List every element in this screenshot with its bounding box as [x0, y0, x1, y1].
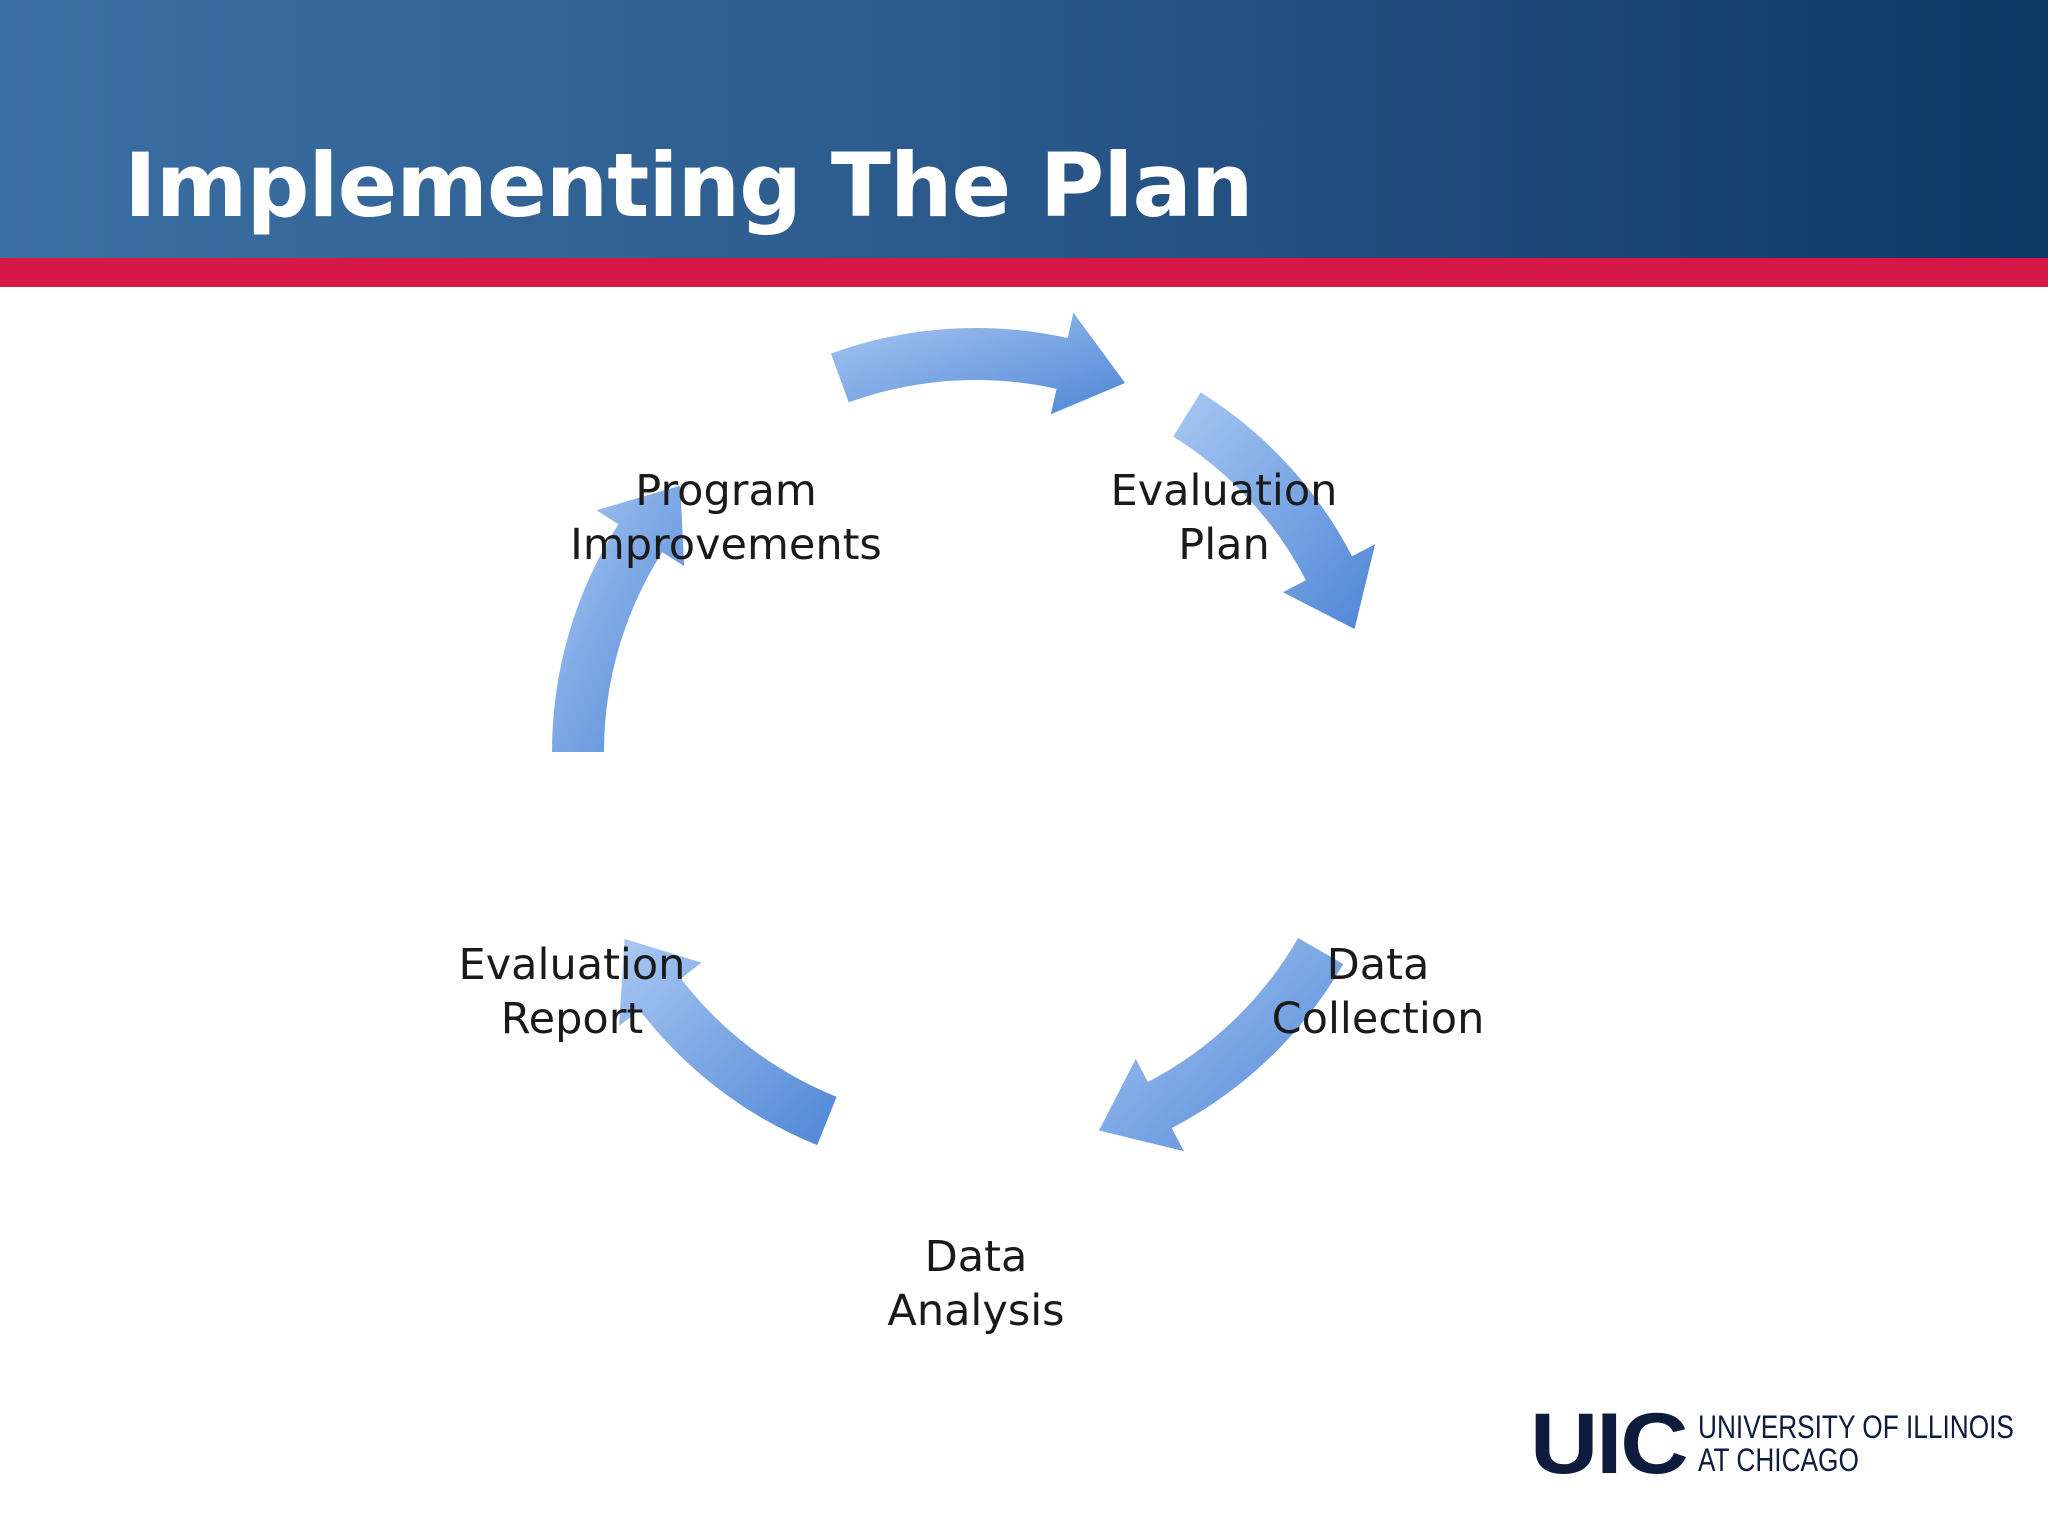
node-program-improvements-line-1: Program [635, 466, 817, 516]
node-program-improvements-line-2: Improvements [570, 520, 882, 570]
arrow-improvements-to-plan-icon [830, 312, 1126, 415]
uic-logo-wordmark: UNIVERSITY OF ILLINOIS AT CHICAGO [1698, 1411, 2014, 1477]
node-evaluation-plan-line-2: Plan [1178, 520, 1270, 570]
arrow-analysis-to-report-icon [618, 938, 837, 1146]
node-program-improvements: Program Improvements [570, 464, 882, 572]
arrow-collection-to-analysis-icon [1098, 938, 1344, 1152]
node-evaluation-report-line-2: Report [500, 994, 644, 1044]
node-data-collection-line-2: Collection [1271, 994, 1485, 1044]
uic-logo: UIC UNIVERSITY OF ILLINOIS AT CHICAGO [1530, 1396, 2048, 1492]
uic-logo-mark: UIC [1530, 1396, 1689, 1492]
cycle-arrows [552, 312, 1376, 1152]
node-data-analysis: Data Analysis [887, 1230, 1064, 1338]
node-data-collection: Data Collection [1272, 938, 1485, 1046]
uic-logo-line-1: UNIVERSITY OF ILLINOIS [1698, 1409, 2015, 1445]
uic-logo-line-2: AT CHICAGO [1698, 1442, 1859, 1478]
title-banner [0, 0, 2048, 258]
node-evaluation-plan-line-1: Evaluation [1110, 466, 1338, 516]
slide-title: Implementing The Plan [124, 134, 1253, 237]
accent-stripe [0, 258, 2048, 287]
node-evaluation-plan: Evaluation Plan [1111, 464, 1338, 572]
arrow-report-to-improvements-icon [552, 485, 685, 752]
node-data-analysis-line-2: Analysis [887, 1286, 1065, 1336]
node-data-collection-line-1: Data [1326, 940, 1430, 990]
node-evaluation-report: Evaluation Report [459, 938, 686, 1046]
node-data-analysis-line-1: Data [924, 1232, 1028, 1282]
node-evaluation-report-line-1: Evaluation [458, 940, 686, 990]
arrow-plan-to-collection-icon [1173, 392, 1376, 630]
